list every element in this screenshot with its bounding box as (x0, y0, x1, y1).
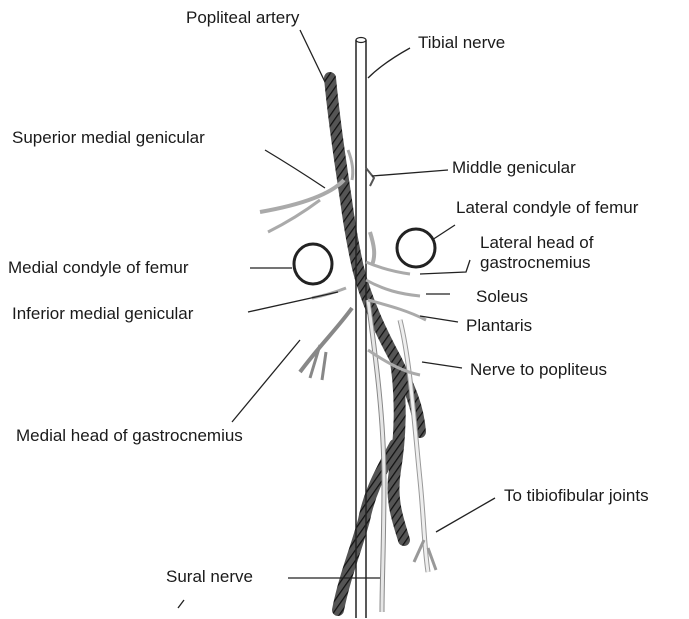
label-sural-nerve: Sural nerve (166, 567, 253, 586)
label-popliteal-artery: Popliteal artery (186, 8, 299, 27)
sural-nerve (368, 300, 384, 612)
label-to-tibiofibular-joints: To tibiofibular joints (504, 486, 649, 505)
label-middle-genicular: Middle genicular (452, 158, 576, 177)
medial-condyle-circle (294, 244, 332, 284)
inferior-medial-genicular-branches (300, 288, 352, 380)
label-superior-medial-genicular: Superior medial genicular (12, 128, 205, 147)
label-lateral-condyle-of-femur: Lateral condyle of femur (456, 198, 638, 217)
label-inferior-medial-genicular: Inferior medial genicular (12, 304, 193, 323)
label-medial-head-of-gastrocnemius: Medial head of gastrocnemius (16, 426, 243, 445)
label-lateral-head-of-gastrocnemius-line2: gastrocnemius (480, 253, 591, 272)
middle-genicular-branch (366, 168, 374, 186)
label-nerve-to-popliteus: Nerve to popliteus (470, 360, 607, 379)
lateral-condyle-circle (397, 229, 435, 267)
label-medial-condyle-of-femur: Medial condyle of femur (8, 258, 188, 277)
label-tibial-nerve: Tibial nerve (418, 33, 505, 52)
label-plantaris: Plantaris (466, 316, 532, 335)
label-lateral-head-of-gastrocnemius-line1: Lateral head of (480, 233, 593, 252)
label-soleus: Soleus (476, 287, 528, 306)
